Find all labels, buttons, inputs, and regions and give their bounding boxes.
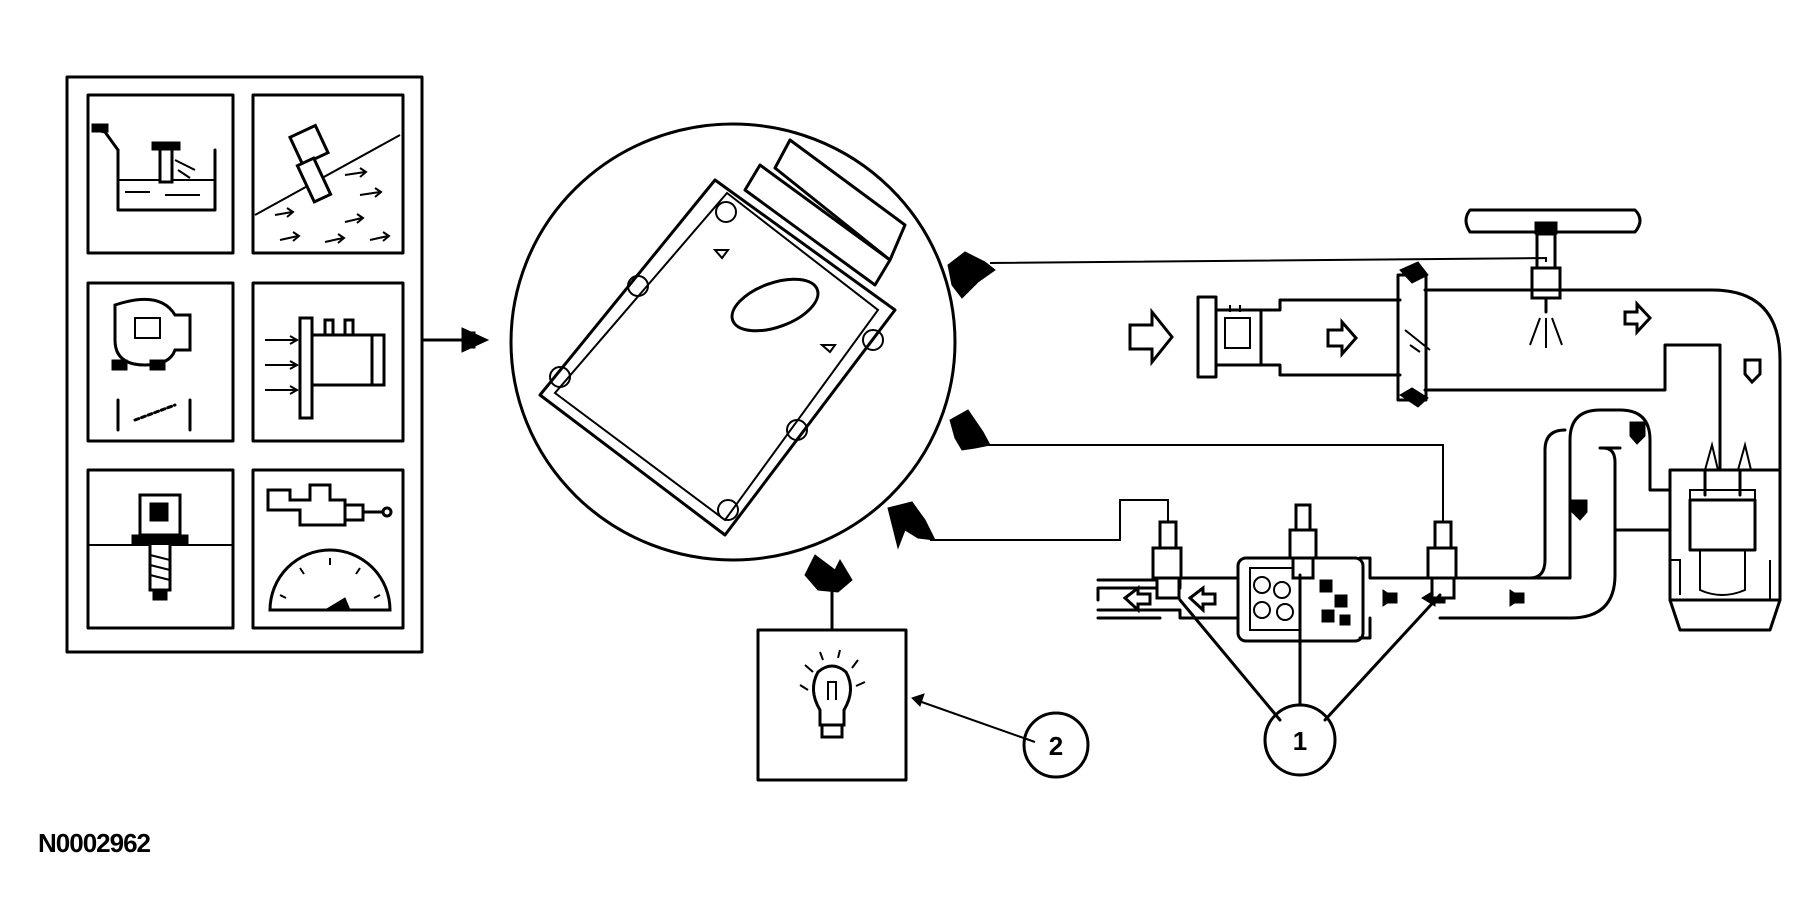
callout-2: 2: [1022, 711, 1090, 779]
malfunction-indicator-lamp-icon: [756, 628, 908, 782]
callout-2-leader: [911, 693, 1036, 743]
sensor-input-arrow: [420, 327, 490, 353]
catalytic-converter-icon: [1096, 503, 1458, 643]
figure-reference-number: N0002962: [38, 828, 151, 858]
callout-2-label: 2: [1049, 731, 1063, 761]
sensor-panel: [65, 75, 424, 654]
callout-1-label: 1: [1293, 726, 1307, 756]
callout-1: 1: [1263, 703, 1337, 777]
vehicle-speed-sensor-icon: [251, 468, 405, 630]
signal-wires: [887, 251, 1547, 550]
temperature-sensor-icon: [86, 468, 235, 630]
powertrain-control-module-icon: [509, 122, 957, 562]
exhaust-system: [1382, 408, 1672, 620]
mass-airflow-sensor-icon: [251, 281, 405, 443]
intake-system: [1128, 208, 1782, 472]
airflow-sensor-icon: [251, 93, 405, 255]
engine-cylinder-icon: [1668, 441, 1782, 632]
coolant-temperature-sensor-icon: [86, 93, 235, 255]
callout-1-leaders: [1178, 573, 1442, 722]
lamp-output-arrow: [804, 554, 853, 632]
throttle-position-sensor-icon: [86, 281, 235, 443]
